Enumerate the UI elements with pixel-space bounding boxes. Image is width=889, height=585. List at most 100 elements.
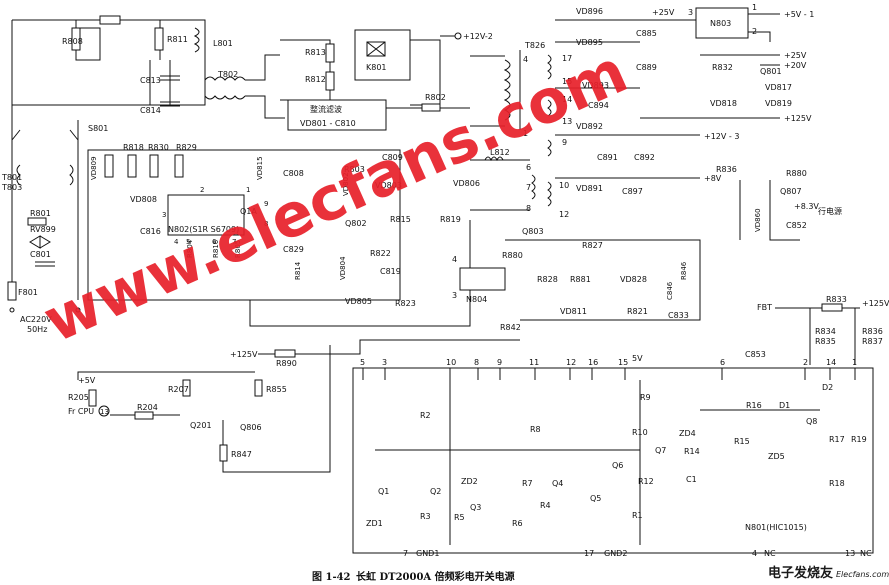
label-nc2: NC (860, 549, 872, 558)
label-frcpu: Fr CPU (68, 407, 94, 416)
elecfans-logo: 电子发烧友 Elecfans.com (764, 560, 889, 584)
label-d1: D1 (779, 401, 790, 410)
label-r805: R805 (234, 240, 242, 258)
label-r7: R7 (522, 479, 533, 488)
label-t13: 13 (562, 117, 572, 126)
label-q806: Q806 (240, 423, 262, 432)
l812-section: L812 VD806 6 7 8 (453, 148, 536, 213)
figure-caption: 长虹 DT2000A 倍频彩电开关电源 (356, 570, 515, 583)
label-r828: R828 (537, 275, 558, 284)
rectifier-block (287, 99, 387, 131)
label-r836: R836 (862, 327, 883, 336)
label-r4: R4 (540, 501, 551, 510)
label-c816: C816 (140, 227, 161, 236)
label-125v-left: +125V (230, 350, 258, 359)
label-pin13: 13 (845, 549, 855, 558)
label-q801: Q801 (760, 67, 782, 76)
label-vd893: VD893 (582, 81, 609, 90)
watermark-elecfans: www.elecfans.com (34, 37, 638, 357)
label-pin4: 4 (752, 549, 757, 558)
label-pin2: 2 (803, 358, 808, 367)
label-vd815: VD815 (256, 156, 264, 180)
label-vd803: VD803 (375, 181, 402, 190)
label-gnd1: GND1 (416, 549, 439, 558)
figure-number: 图 1-42 (312, 571, 351, 583)
resistor-r847 (219, 444, 228, 462)
label-q3: Q3 (470, 503, 481, 512)
label-l801: L801 (213, 39, 233, 48)
label-r821: R821 (627, 307, 648, 316)
label-r814: R814 (294, 261, 302, 280)
label-pin3: 3 (382, 358, 387, 367)
label-t14: 14 (562, 95, 572, 104)
label-ic-pin4: 4 (174, 238, 179, 246)
label-zd5: ZD5 (768, 452, 785, 461)
resistor-r204 (134, 411, 154, 420)
label-vd801: VD801 - C810 (300, 119, 356, 128)
label-vd806: VD806 (453, 179, 480, 188)
label-n802: N802(S1R S6709) (168, 225, 239, 234)
label-plus25: +25V (652, 8, 675, 17)
label-c853: C853 (745, 350, 766, 359)
label-c846: C846 (666, 281, 674, 300)
label-r818: R818 (123, 143, 144, 152)
label-r804: R804 (186, 239, 194, 258)
label-t801: T801 (1, 173, 22, 182)
label-vd819: VD819 (765, 99, 792, 108)
label-t8: 8 (526, 204, 531, 213)
label-pin1: 1 (852, 358, 857, 367)
label-50hz: 50Hz (27, 325, 47, 334)
label-r827: R827 (582, 241, 603, 250)
label-vd892: VD892 (576, 122, 603, 131)
label-rv899: RV899 (30, 225, 56, 234)
label-vd802: VD802 (342, 172, 350, 196)
label-r847: R847 (231, 450, 252, 459)
label-8v: +8V (704, 174, 722, 183)
ac-input: S801 T801 T803 R801 RV899 C801 F801 AC22… (1, 120, 108, 334)
label-q8: Q8 (806, 417, 817, 426)
label-r819: R819 (440, 215, 461, 224)
label-n801: N801(HIC1015) (745, 523, 807, 532)
label-ic-pin2: 2 (200, 186, 204, 194)
label-ic-pin3: 3 (162, 211, 166, 219)
label-q802: Q802 (345, 219, 367, 228)
label-r1: R1 (632, 511, 643, 520)
hic1015-box (352, 367, 874, 554)
label-r14: R14 (684, 447, 700, 456)
label-cpu13: 13 (100, 408, 109, 416)
label-t802: T802 (217, 70, 238, 79)
label-pin15: 15 (618, 358, 628, 367)
cpu-control: +5V R205 R207 R855 Fr CPU 13 R204 Q201 Q… (68, 345, 331, 473)
label-d2: D2 (822, 383, 833, 392)
label-c891: C891 (597, 153, 618, 162)
label-vd805: VD805 (345, 297, 372, 306)
label-pin10: 10 (446, 358, 456, 367)
label-c852: C852 (786, 221, 807, 230)
label-t10: 10 (559, 181, 569, 190)
label-5v-mod: 5V (632, 354, 643, 363)
input-section: R808 R811 L801 (11, 15, 233, 120)
label-r12: R12 (638, 477, 654, 486)
label-c885: C885 (636, 29, 657, 38)
label-pin9: 9 (497, 358, 502, 367)
label-c801: C801 (30, 250, 51, 259)
label-t826-pin4: 4 (523, 55, 528, 64)
resistor-r890 (274, 349, 296, 358)
resistor-r855 (254, 379, 263, 397)
optocoupler-n804 (459, 267, 506, 291)
fuse-f801 (7, 281, 17, 301)
label-20v: +20V (784, 61, 807, 70)
label-t15: 15 (562, 77, 572, 86)
label-r802: R802 (425, 93, 446, 102)
label-5v-left: +5V (78, 376, 96, 385)
r890-line: +125V R890 (230, 339, 520, 368)
resistor-r802 (421, 103, 441, 112)
label-pin14: 14 (826, 358, 836, 367)
label-c1: C1 (686, 475, 697, 484)
label-r835: R835 (815, 337, 836, 346)
label-c894: C894 (588, 101, 609, 110)
label-zd1: ZD1 (366, 519, 383, 528)
label-r830: R830 (148, 143, 169, 152)
resistor-r813 (325, 43, 335, 63)
